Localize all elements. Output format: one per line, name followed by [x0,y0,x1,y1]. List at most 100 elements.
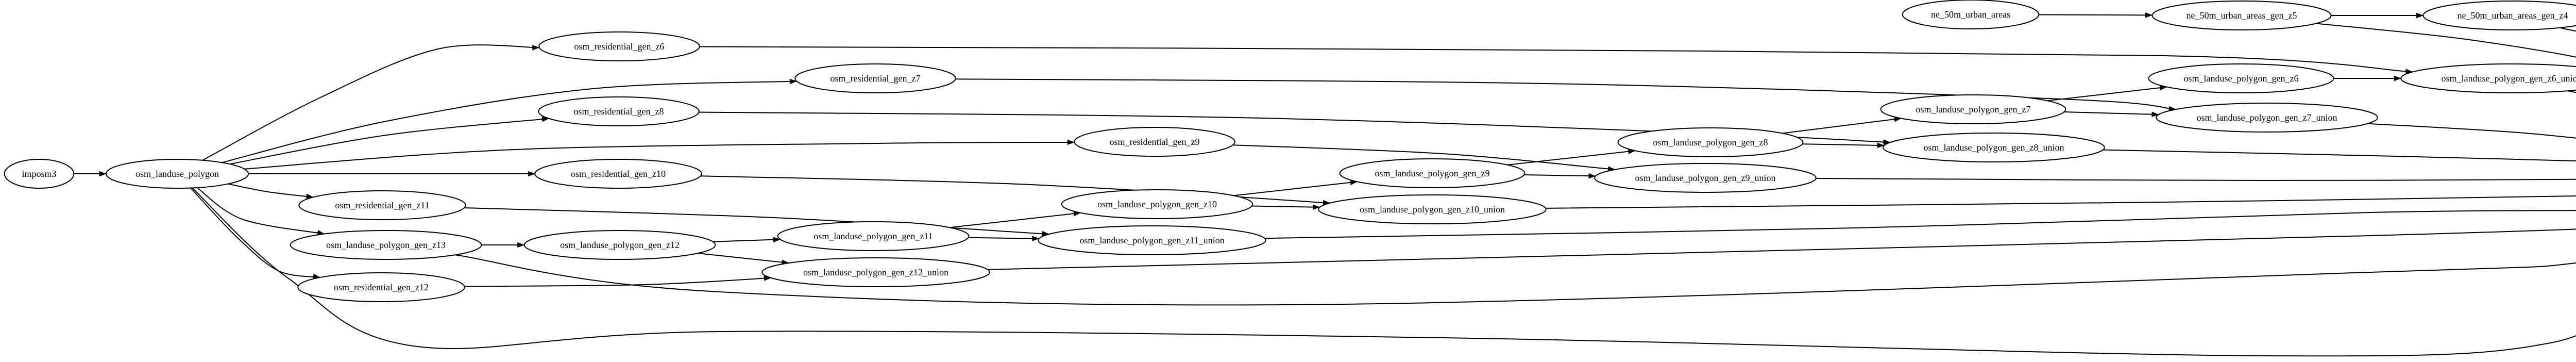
node-ellipse [777,221,970,251]
node-osm_landuse_polygon_gen_z10: osm_landuse_polygon_gen_z10 [1061,189,1253,219]
node-label: osm_landuse_polygon_gen_z7_union [2197,112,2337,123]
node-label: osm_residential_gen_z9 [1110,137,1200,147]
node-ellipse [1061,189,1253,219]
node-osm_landuse_polygon_gen_z9_union: osm_landuse_polygon_gen_z9_union [1594,163,1817,193]
edge-osm_landuse_polygon_gen_z11--osm_landuse_polygon_gen_z10 [950,211,1081,228]
node-label: osm_landuse_polygon_gen_z13 [326,240,446,250]
node-osm_residential_gen_z7: osm_residential_gen_z7 [794,63,956,93]
edge-osm_landuse_polygon_gen_z10--osm_landuse_polygon_gen_z10_union [1251,204,1320,210]
node-label: osm_residential_gen_z8 [574,106,664,117]
edge-osm_residential_gen_z6--osm_landuse_polygon_gen_z6_union [699,46,2413,74]
edge-osm_landuse_polygon_gen_z7--osm_landuse_polygon_gen_z6 [2047,85,2167,102]
node-osm_residential_gen_z6: osm_residential_gen_z6 [538,31,700,61]
node-osm_residential_gen_z9: osm_residential_gen_z9 [1074,127,1235,157]
node-label: ne_50m_urban_areas [1931,9,2010,20]
node-ellipse [1594,163,1817,193]
edge-osm_landuse_polygon--osm_residential_gen_z8 [229,116,550,165]
edge-ne_50m_urban_areas_gen_z5--layer_landuse-z5 [2316,23,2576,58]
node-label: osm_residential_gen_z7 [831,73,921,84]
edge-osm_landuse_polygon_gen_z9--osm_landuse_polygon_gen_z9_union [1524,173,1596,179]
edge-osm_residential_gen_z11--osm_landuse_polygon_gen_z11_union [464,207,1050,237]
edge-osm_landuse_polygon--osm_residential_gen_z11 [228,183,314,199]
edge-osm_landuse_polygon--osm_residential_gen_z9 [244,139,1075,170]
node-label: osm_landuse_polygon [135,169,219,179]
edge-osm_landuse_polygon--osm_residential_gen_z12 [190,187,320,279]
node-ellipse [4,159,75,189]
node-ellipse [538,31,700,61]
node-osm_landuse_polygon_gen_z8: osm_landuse_polygon_gen_z8 [1617,127,1804,157]
node-ne_50m_urban_areas_gen_z4: ne_50m_urban_areas_gen_z4 [2422,1,2576,30]
edge-osm_residential_gen_z12--osm_landuse_polygon_gen_z12_union [464,275,772,287]
node-label: osm_landuse_polygon_gen_z6_union [2442,73,2576,84]
node-osm_landuse_polygon_gen_z6_union: osm_landuse_polygon_gen_z6_union [2400,63,2576,93]
edge-osm_landuse_polygon_gen_z10_union--layer_landuse-z10 [1546,195,2576,209]
node-ellipse [2151,1,2332,30]
node-label: osm_landuse_polygon_gen_z11_union [1079,235,1224,245]
node-osm_landuse_polygon_gen_z11_union: osm_landuse_polygon_gen_z11_union [1038,225,1266,255]
node-ellipse [2148,63,2334,93]
edge-osm_landuse_polygon_gen_z9--osm_landuse_polygon_gen_z8 [1507,149,1636,166]
node-ellipse [1318,194,1547,224]
node-osm_residential_gen_z8: osm_residential_gen_z8 [538,96,700,126]
node-osm_residential_gen_z10: osm_residential_gen_z10 [534,159,702,189]
node-ellipse [1902,0,2040,29]
node-osm_residential_gen_z12: osm_residential_gen_z12 [297,272,465,302]
node-ellipse [1074,127,1235,157]
node-label: ne_50m_urban_areas_gen_z5 [2187,10,2297,21]
node-osm_landuse_polygon_gen_z11: osm_landuse_polygon_gen_z11 [777,221,970,251]
node-label: osm_landuse_polygon_gen_z9_union [1635,173,1776,183]
node-ellipse [1038,225,1266,255]
edge-osm_landuse_polygon--osm_landuse_polygon_gen_z13 [196,187,325,236]
node-osm_landuse_polygon_gen_z6: osm_landuse_polygon_gen_z6 [2148,63,2334,93]
edge-osm_landuse_polygon_gen_z12_union--layer_landuse-z12 [987,228,2576,270]
edge-osm_landuse_polygon_gen_z8--osm_landuse_polygon_gen_z7 [1782,117,1902,134]
node-ellipse [1883,133,2105,162]
node-osm_residential_gen_z11: osm_residential_gen_z11 [298,190,466,220]
node-label: osm_landuse_polygon_gen_z9 [1375,168,1490,178]
node-osm_landuse_polygon_gen_z12_union: osm_landuse_polygon_gen_z12_union [761,257,990,287]
edge-osm_landuse_polygon_gen_z8--osm_landuse_polygon_gen_z8_union [1802,142,1885,149]
node-ne_50m_urban_areas_gen_z5: ne_50m_urban_areas_gen_z5 [2151,1,2332,30]
node-label: ne_50m_urban_areas_gen_z4 [2458,10,2568,21]
node-ellipse [761,257,990,287]
node-ellipse [534,159,702,189]
node-osm_landuse_polygon_gen_z7: osm_landuse_polygon_gen_z7 [1880,94,2066,124]
edge-osm_landuse_polygon_gen_z12--osm_landuse_polygon_gen_z12_union [698,253,789,265]
node-ellipse [1339,158,1526,188]
edge-osm_landuse_polygon_gen_z9_union--layer_landuse-z9 [1816,177,2576,182]
node-label: osm_landuse_polygon_gen_z8 [1653,137,1768,147]
node-label: osm_residential_gen_z10 [571,169,666,179]
node-ellipse [298,190,466,220]
node-ellipse [538,96,700,126]
node-label: osm_landuse_polygon_gen_z8_union [1924,142,2064,153]
edge-osm_landuse_polygon_gen_z11--osm_landuse_polygon_gen_z11_union [968,236,1040,241]
edge-osm_landuse_polygon_gen_z10--osm_landuse_polygon_gen_z9 [1233,179,1358,196]
node-label: osm_residential_gen_z12 [334,282,429,292]
node-label: osm_landuse_polygon_gen_z7 [1916,104,2031,114]
edge-osm_landuse_polygon--layer_landuse-z14+ [192,187,2576,357]
node-ellipse [2400,63,2576,93]
edge-osm_landuse_polygon--osm_residential_gen_z6 [202,44,540,161]
node-label: osm_landuse_polygon_gen_z11 [814,231,933,241]
node-label: osm_landuse_polygon_gen_z10 [1097,199,1217,209]
node-ellipse [297,272,465,302]
node-osm_landuse_polygon_gen_z12: osm_landuse_polygon_gen_z12 [523,230,716,260]
node-label: osm_landuse_polygon_gen_z12_union [803,267,948,277]
edge-osm_landuse_polygon--osm_residential_gen_z7 [222,78,798,163]
node-osm_landuse_polygon_gen_z9: osm_landuse_polygon_gen_z9 [1339,158,1526,188]
edge-osm_residential_gen_z9--osm_landuse_polygon_gen_z9_union [1232,144,1616,172]
node-label: osm_residential_gen_z6 [574,41,665,52]
edge-osm_landuse_polygon_gen_z12--osm_landuse_polygon_gen_z11 [713,237,781,242]
edge-osm_landuse_polygon_gen_z7_union--layer_landuse-z7 [2367,123,2576,139]
node-ellipse [2156,103,2378,133]
node-osm_landuse_polygon_gen_z10_union: osm_landuse_polygon_gen_z10_union [1318,194,1547,224]
node-ellipse [1880,94,2066,124]
edge-osm_landuse_polygon_gen_z8_union--layer_landuse-z8 [2103,149,2576,162]
edge-osm_residential_gen_z7--osm_landuse_polygon_gen_z7_union [955,78,2176,112]
node-label: osm_landuse_polygon_gen_z6 [2184,73,2299,84]
edge-osm_landuse_polygon_gen_z13--layer_landuse-z13 [455,254,2576,306]
edge-layer [74,12,2576,357]
node-osm_landuse_polygon: osm_landuse_polygon [105,159,249,189]
